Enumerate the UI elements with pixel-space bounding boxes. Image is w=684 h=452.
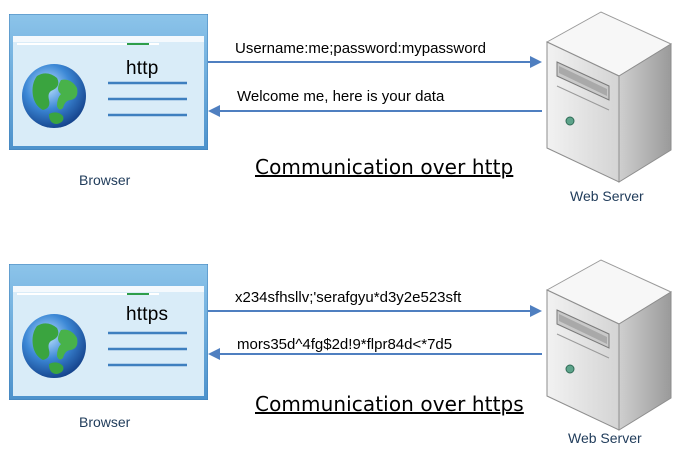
server-tower-icon — [545, 259, 673, 431]
arrow-left-icon — [208, 348, 542, 360]
request-message: Username:me;password:mypassword — [235, 40, 486, 57]
response-message: Welcome me, here is your data — [237, 88, 445, 105]
browser-window-icon — [9, 264, 208, 400]
arrow-left-icon — [208, 105, 542, 117]
protocol-label: https — [126, 304, 169, 325]
protocol-label: http — [126, 58, 159, 79]
server-label: Web Server — [570, 188, 644, 204]
browser-window-icon — [9, 14, 208, 150]
http-panel: http Browser Username:me;password:mypass… — [9, 11, 673, 204]
server-tower-icon — [545, 11, 673, 183]
globe-icon — [22, 64, 86, 128]
https-panel: https Browser x234sfhsllv;'serafgyu*d3y2… — [0, 226, 684, 452]
server-label: Web Server — [568, 430, 642, 446]
request-message: x234sfhsllv;'serafgyu*d3y2e523sft — [235, 289, 462, 306]
caption: Communication over http — [255, 155, 514, 179]
response-message: mors35d^4fg$2d!9*flpr84d<*7d5 — [237, 336, 453, 353]
arrow-right-icon — [208, 305, 542, 317]
arrow-right-icon — [208, 56, 542, 68]
globe-icon — [22, 314, 86, 378]
browser-label: Browser — [79, 172, 131, 188]
browser-label: Browser — [79, 414, 131, 430]
caption: Communication over https — [255, 392, 524, 416]
